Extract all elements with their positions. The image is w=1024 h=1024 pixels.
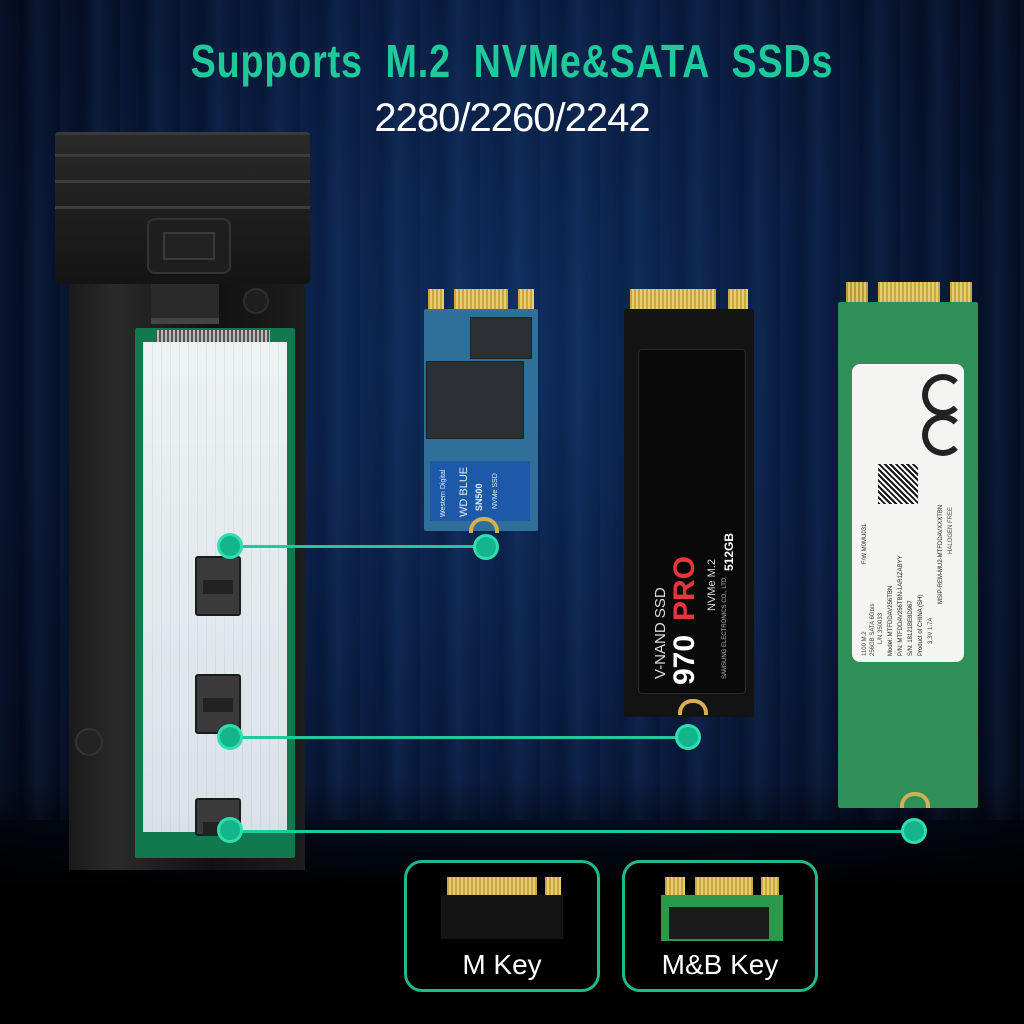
interface-text: NVMe M.2 xyxy=(706,559,718,611)
standoff-2260 xyxy=(195,674,241,734)
ssd-pcb: Western Digital WD BLUE SN500 NVMe SSD xyxy=(424,309,538,533)
callout-line-2260 xyxy=(230,736,688,739)
ce-mark-icon xyxy=(922,414,964,456)
gold-contacts xyxy=(428,289,444,311)
callout-dot xyxy=(220,727,240,747)
standoff-2242 xyxy=(195,556,241,616)
callout-line-2280 xyxy=(230,830,914,833)
label-text: S/N: 18121BE8D967 xyxy=(908,600,914,656)
m-key-connector-image xyxy=(441,877,563,939)
callout-dot xyxy=(220,820,240,840)
label-text: 256GB SATA 6Gb/s xyxy=(870,603,876,656)
latch xyxy=(151,284,219,324)
ssd-label: V-NAND SSD 970 PRO NVMe M.2 SAMSUNG ELEC… xyxy=(638,349,746,694)
ssd-micron-1100-sata: F/W M0MU031 1100 M.2 256GB SATA 6Gb/s L/… xyxy=(838,282,978,808)
screw-icon xyxy=(245,290,267,312)
cap-button xyxy=(147,218,231,274)
m-key-label: M Key xyxy=(462,949,542,980)
model-number: 970 xyxy=(668,634,701,685)
ce-mark-icon xyxy=(922,374,964,416)
model-suffix: PRO xyxy=(668,555,701,621)
gold-contacts xyxy=(878,282,940,304)
gold-contacts xyxy=(728,289,748,311)
label-text: HALOGEN FREE xyxy=(948,506,954,554)
ssd-wd-blue-2242: Western Digital WD BLUE SN500 NVMe SSD xyxy=(424,289,538,533)
maker-text: SAMSUNG ELECTRONICS CO., LTD. xyxy=(722,576,728,679)
callout-dot xyxy=(904,821,924,841)
gold-contacts xyxy=(518,289,534,311)
screw-notch xyxy=(469,517,499,533)
screw-notch xyxy=(678,699,708,715)
label-text: 3.3V 1.7A xyxy=(928,617,934,644)
ssd-enclosure xyxy=(55,132,310,872)
cap-ridge xyxy=(55,154,310,157)
screw-notch xyxy=(900,792,930,808)
callout-dot xyxy=(678,727,698,747)
cap-ridge xyxy=(55,206,310,209)
label-text: Model: MTFDDAV256TBN xyxy=(888,585,894,656)
label-text: F/W M0MU031 xyxy=(862,523,868,564)
model-text: WD BLUE xyxy=(458,466,470,517)
capacity-text: 512GB xyxy=(722,532,736,571)
nand-chip xyxy=(470,317,532,359)
model-text: V-NAND SSD xyxy=(652,587,669,679)
model-text: SN500 xyxy=(474,483,484,511)
mb-key-box: M&B Key xyxy=(622,860,818,992)
m2-connector xyxy=(155,330,270,342)
label-text: L/N 350033 xyxy=(878,612,884,644)
label-text: Product of CHINA (SH) xyxy=(918,594,924,656)
label-text: MSIP-REM-MU2-MTFDDAVXXXTBN xyxy=(938,504,944,604)
enclosure-cap xyxy=(55,132,310,284)
label-text: 1100 M.2 xyxy=(862,631,868,656)
ssd-label: Western Digital WD BLUE SN500 NVMe SSD xyxy=(430,461,530,521)
ssd-label: F/W M0MU031 1100 M.2 256GB SATA 6Gb/s L/… xyxy=(852,364,964,662)
m-key-box: M Key xyxy=(404,860,600,992)
ssd-pcb: F/W M0MU031 1100 M.2 256GB SATA 6Gb/s L/… xyxy=(838,302,978,808)
type-text: NVMe SSD xyxy=(492,473,499,509)
ssd-samsung-970-pro: V-NAND SSD 970 PRO NVMe M.2 SAMSUNG ELEC… xyxy=(624,289,754,717)
gold-contacts xyxy=(846,282,868,304)
nand-chip xyxy=(426,361,524,439)
callout-dot xyxy=(220,536,240,556)
brand-text: Western Digital xyxy=(440,469,447,517)
gold-contacts xyxy=(454,289,508,311)
qr-code xyxy=(878,464,918,504)
enclosure-pcb xyxy=(135,328,295,858)
gold-contacts xyxy=(950,282,972,304)
page-title: Supports M.2 NVMe&SATA SSDs xyxy=(190,35,834,87)
callout-line-2242 xyxy=(230,545,486,548)
cap-ridge xyxy=(55,180,310,183)
ssd-pcb: V-NAND SSD 970 PRO NVMe M.2 SAMSUNG ELEC… xyxy=(624,309,754,717)
callout-dot xyxy=(476,537,496,557)
gold-contacts xyxy=(630,289,716,311)
label-text: P/N: MTFDDAV256TBN-1AR1ZABYY xyxy=(898,555,904,656)
screw-icon xyxy=(77,730,101,754)
mb-key-label: M&B Key xyxy=(661,949,779,980)
mb-key-connector-image xyxy=(661,877,783,941)
size-subtitle: 2280/2260/2242 xyxy=(374,96,650,140)
